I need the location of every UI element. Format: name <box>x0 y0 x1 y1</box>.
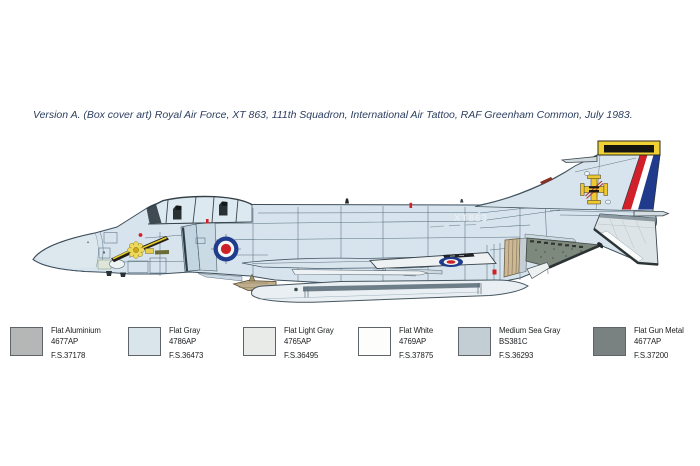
tail-end <box>633 210 670 217</box>
intake-splitter <box>180 222 218 272</box>
swatch-name: Medium Sea Gray <box>499 326 561 335</box>
swatch-fs: F.S.37875 <box>399 351 434 361</box>
radome <box>37 233 99 268</box>
swatch-color-box <box>243 327 276 356</box>
stores <box>232 269 529 303</box>
fin-flash <box>621 154 661 210</box>
tail-probe <box>633 210 670 217</box>
swatch-name: Flat Gray <box>169 326 201 335</box>
belly-antenna-1 <box>106 271 112 276</box>
red-mark-intake <box>206 219 209 224</box>
red-mark-spine <box>409 202 413 208</box>
flap-te-dark <box>548 243 603 269</box>
wing-roundel <box>439 257 463 267</box>
swatch-code: 4677AP <box>634 336 662 346</box>
tank-band <box>303 283 480 292</box>
swatch-color-box <box>458 327 491 356</box>
swatch-code: BS381C <box>499 336 528 346</box>
stencil-arrow <box>155 250 169 255</box>
outer-wing-panel <box>369 252 497 269</box>
swatch-code: 4765AP <box>284 336 312 346</box>
fin-fairing-lower <box>605 199 611 205</box>
wing <box>197 252 497 282</box>
nose-panel-1 <box>103 232 118 244</box>
nose-gear-door-2 <box>127 260 149 273</box>
flap-gray-band <box>518 237 528 274</box>
sparrow-missile <box>291 269 429 276</box>
swatch-name: Flat White <box>399 326 434 335</box>
fin-le-marking <box>540 177 553 185</box>
serial-number: XT863 <box>454 213 488 224</box>
swatch-fs: F.S.37178 <box>51 351 86 361</box>
walkway-dashes <box>429 224 477 228</box>
nose-panel-2 <box>98 247 111 259</box>
canopy <box>146 195 253 225</box>
squadron-crest <box>580 174 608 205</box>
swatch-code: 4677AP <box>51 336 79 346</box>
version-caption: Version A. (Box cover art) Royal Air For… <box>33 109 633 121</box>
stencil-yellow <box>145 248 154 254</box>
flap-top-edge <box>524 233 577 243</box>
spine-antenna-2 <box>460 199 464 203</box>
fuselage-roundel <box>211 234 241 264</box>
swatch-color-box <box>358 327 391 356</box>
swatch-fs: F.S.37200 <box>634 351 669 361</box>
centerline-tank <box>251 279 529 303</box>
fuselage <box>32 153 658 286</box>
nose-gear-door <box>149 257 167 274</box>
swatch-fs: F.S.36495 <box>284 351 319 361</box>
windscreen <box>147 204 162 224</box>
sunburst <box>127 241 145 259</box>
swatch-color-box <box>128 327 161 356</box>
swatch-fs: F.S.36293 <box>499 351 534 361</box>
far-wing-le <box>197 273 243 282</box>
spine-antenna <box>345 198 349 204</box>
markings: XT863 <box>111 202 525 275</box>
belly-antenna-2 <box>120 272 126 277</box>
flap-slats-tan <box>503 238 521 278</box>
stabilator-dark-le <box>593 228 659 266</box>
fin-antenna-probe <box>560 156 598 163</box>
fin-cap <box>597 140 661 156</box>
lightning-flash <box>111 236 169 263</box>
swatch-color-box <box>593 327 626 356</box>
swatch-fs: F.S.36473 <box>169 351 204 361</box>
swatch-code: 4786AP <box>169 336 197 346</box>
tail-fin <box>474 140 661 212</box>
swatch-name: Flat Light Gray <box>284 326 334 335</box>
red-dot-nose <box>138 233 143 237</box>
rear-flap-cluster <box>503 233 604 279</box>
swatch-name: Flat Aluminium <box>51 326 101 335</box>
red-mark-belly <box>492 269 497 275</box>
stabilator-root-band <box>599 214 655 222</box>
swatch-color-box <box>10 327 43 356</box>
swatch-name: Flat Gun Metal <box>634 326 684 335</box>
fin-fairing-upper <box>584 171 590 176</box>
stabilator <box>593 213 659 266</box>
aux-intake-door <box>195 237 206 244</box>
nozzle-tip-dark <box>597 242 604 249</box>
swatch-code: 4769AP <box>399 336 427 346</box>
